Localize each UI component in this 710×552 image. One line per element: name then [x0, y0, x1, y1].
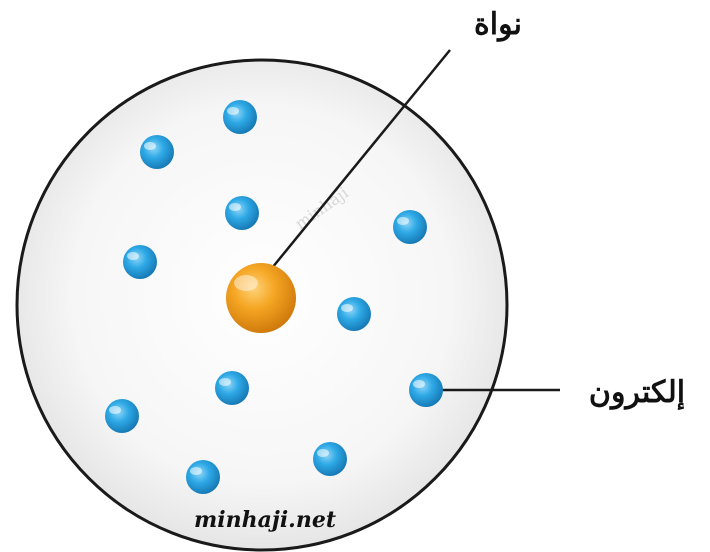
electron: [225, 196, 259, 230]
electron: [140, 135, 174, 169]
electron: [186, 460, 220, 494]
nucleus: [226, 263, 296, 333]
electron: [313, 442, 347, 476]
electron: [393, 210, 427, 244]
electron: [123, 245, 157, 279]
nucleus-label: نواة: [474, 7, 522, 42]
electron-label: إلكترون: [589, 375, 685, 411]
electron: [223, 100, 257, 134]
electron: [337, 297, 371, 331]
site-watermark: minhaji.net: [194, 507, 336, 533]
electron: [105, 399, 139, 433]
electron: [215, 371, 249, 405]
electron-labeled: [409, 373, 443, 407]
